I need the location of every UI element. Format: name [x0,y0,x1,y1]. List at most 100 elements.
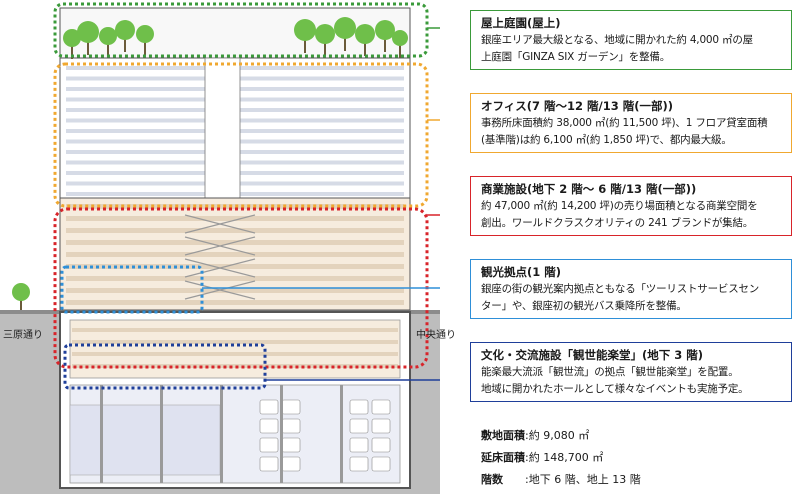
basement-floor-band [72,352,398,356]
parking-bay [349,418,369,434]
parking-bay [259,437,279,453]
tree-trunk [144,41,146,55]
basement-floor-band [72,340,398,344]
tree-icon [355,24,375,44]
callout-office: オフィス(7 階〜12 階/13 階(一部)) 事務所床面積約 38,000 ㎡… [470,93,792,153]
parking-bay [259,399,279,415]
callout-office-line: 事務所床面積約 38,000 ㎡(約 11,500 坪)、1 フロア貸室面積 [481,117,768,129]
building-cross-section [0,2,440,494]
escalator [184,258,256,278]
commercial-floors [59,197,411,311]
frame-rooftop [53,2,440,58]
callout-rooftop-title: 屋上庭園(屋上) [481,16,561,30]
callout-tourism: 観光拠点(1 階) 銀座の街の観光案内拠点ともなる「ツーリストサービスセン ター… [470,259,792,319]
structural-column [160,385,163,483]
callout-culture-line: 能楽最大流派「観世流」の拠点「観世能楽堂」を配置。 [481,366,739,378]
tree-icon [115,20,135,40]
basement-floor-band [72,364,398,368]
tree-icon [334,17,356,39]
commercial-floor-band [66,300,404,305]
callout-commercial-title: 商業施設(地下 2 階〜 6 階/13 階(一部)) [481,182,697,196]
commercial-floor-band [66,276,404,281]
structural-column [220,385,223,483]
commercial-floor-band [66,204,404,209]
structural-column [340,385,343,483]
stat-value: 地下 6 階、地上 13 階 [528,473,641,486]
callout-rooftop-line: 銀座エリア最大級となる、地域に開かれた約 4,000 ㎡の屋 [481,34,753,46]
tree-icon [77,21,99,43]
parking-bay [349,437,369,453]
parking-bay [349,399,369,415]
callout-commercial-line: 創出。ワールドクラスクオリティの 241 ブランドが集結。 [481,217,754,229]
callout-rooftop: 屋上庭園(屋上) 銀座エリア最大級となる、地域に開かれた約 4,000 ㎡の屋 … [470,10,792,70]
stat-label: 延床面積 [481,451,525,464]
parking-bay [259,418,279,434]
parking-bay [281,437,301,453]
frame-tourism [60,265,440,314]
stat-label: 敷地面積 [481,429,525,442]
callout-commercial-line: 約 47,000 ㎡(約 14,200 坪)の売り場面積となる商業空間を [481,200,758,212]
parking-bay [371,418,391,434]
callout-culture-title: 文化・交流施設「観世能楽堂」(地下 3 階) [481,348,704,362]
commercial-floor-band [66,264,404,269]
tree-trunk [124,38,126,52]
tree-icon [392,30,408,46]
stat-value: 約 148,700 ㎡ [528,451,604,464]
escalator [184,280,256,300]
parking-bay [281,399,301,415]
stat-row-floor-area: 延床面積:約 148,700 ㎡ [481,451,604,464]
building-stats: 敷地面積:約 9,080 ㎡ 延床面積:約 148,700 ㎡ 階数:地下 6 … [481,425,641,491]
callout-culture: 文化・交流施設「観世能楽堂」(地下 3 階) 能楽最大流派「観世流」の拠点「観世… [470,342,792,402]
tree-trunk [324,42,326,56]
escalator [184,236,256,256]
basement [59,311,411,489]
structural-column [280,385,283,483]
callout-office-title: オフィス(7 階〜12 階/13 階(一部)) [481,99,674,113]
tree-trunk [107,43,109,57]
tree-trunk [344,37,346,51]
callout-office-line: (基準階)は約 6,100 ㎡(約 1,850 坪)で、都内最大級。 [481,134,732,146]
rooftop-tree-icons [63,17,408,59]
basement-floor-band [72,328,398,332]
commercial-floor-band [66,216,404,221]
tree-icon [99,27,117,45]
frame-office [53,62,440,208]
stat-row-site-area: 敷地面積:約 9,080 ㎡ [481,429,590,442]
tree-icon [294,19,316,41]
stat-value: 約 9,080 ㎡ [528,429,590,442]
tree-trunk [364,42,366,56]
office-floors [59,57,411,199]
tree-trunk [304,39,306,53]
parking-bay [259,456,279,472]
tree-icon [315,24,335,44]
parking-bay [281,418,301,434]
street-label-left: 三原通り [3,330,43,341]
stat-row-floors: 階数:地下 6 階、地上 13 階 [481,469,641,491]
street-tree-icon [12,283,30,310]
callout-tourism-line: 銀座の街の観光案内拠点ともなる「ツーリストサービスセン [481,283,760,295]
commercial-floor-band [66,228,404,233]
building-body [59,7,411,489]
commercial-floor-band [66,252,404,257]
escalator [184,214,256,234]
structural-column [100,385,103,483]
callout-commercial: 商業施設(地下 2 階〜 6 階/13 階(一部)) 約 47,000 ㎡(約 … [470,176,792,236]
tree-icon [136,25,154,43]
commercial-floor-band [66,288,404,293]
callout-culture-line: 地域に開かれたホールとして様々なイベントも実施予定。 [481,383,749,395]
tree-trunk [87,41,89,55]
street-label-right: 中央通り [416,330,456,341]
frame-culture [63,343,440,390]
parking-bay [371,437,391,453]
callout-tourism-title: 観光拠点(1 階) [481,265,562,279]
tree-icon [375,20,395,40]
tree-icon [63,29,81,47]
tree-trunk [384,38,386,52]
parking-bay [281,456,301,472]
stat-label: 階数 [481,473,503,486]
tree-trunk [71,45,73,59]
parking-bay [371,399,391,415]
callout-tourism-line: ター」や、銀座初の観光バス乗降所を整備。 [481,300,687,312]
parking-bay [349,456,369,472]
parking-bay [371,456,391,472]
